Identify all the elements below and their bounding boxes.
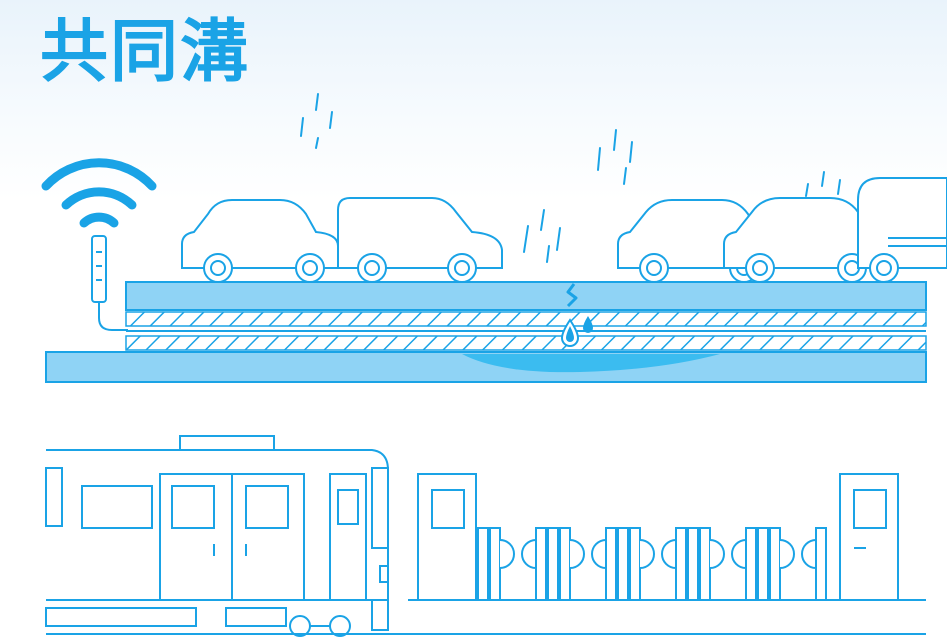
car-1 — [181, 199, 339, 283]
gate-2 — [547, 527, 617, 601]
road-surface — [125, 281, 927, 311]
crack-icon — [566, 283, 578, 308]
rain-icon — [300, 93, 841, 263]
gate-5 — [757, 527, 827, 601]
gate-4 — [687, 527, 757, 601]
page-title: 共同溝 — [40, 13, 251, 92]
tunnel-layer-lower — [125, 335, 927, 351]
gate-3 — [617, 527, 687, 601]
car-4 — [723, 197, 889, 283]
train-car — [45, 435, 389, 637]
sensor-probe-icon — [91, 235, 128, 331]
truck — [857, 177, 947, 283]
gate-1 — [477, 527, 547, 601]
tunnel-layer-upper — [125, 311, 927, 327]
water-puddle — [462, 354, 720, 373]
wifi-signal-icon — [41, 158, 157, 228]
ticket-gates — [46, 473, 926, 635]
leak-drop-icon — [560, 316, 593, 347]
car-2 — [337, 197, 503, 283]
